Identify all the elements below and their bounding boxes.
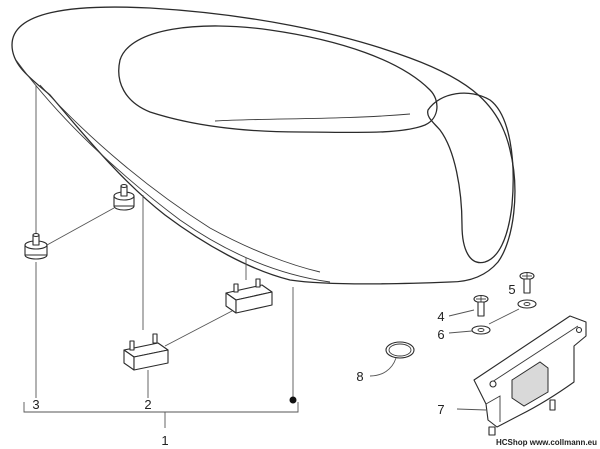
seat-backrest — [427, 92, 514, 264]
leader-callout-7 — [456, 408, 487, 411]
latch-bracket — [473, 315, 587, 436]
callout-6: 6 — [437, 327, 444, 342]
screw-right — [519, 271, 535, 294]
seat — [11, 6, 516, 285]
seal-ring — [385, 341, 415, 359]
leader-callout-6 — [448, 330, 473, 334]
rubber-buffer-lower — [24, 232, 48, 260]
leader-washers — [488, 308, 520, 325]
screw-left — [473, 294, 489, 317]
seat-cushion — [118, 25, 438, 134]
callout-3: 3 — [32, 397, 39, 412]
callout-8: 8 — [356, 369, 363, 384]
callout-1: 1 — [161, 433, 168, 448]
leader-buffers — [46, 207, 115, 246]
group-bracket — [23, 402, 299, 413]
pad-bracket-lower — [123, 333, 169, 371]
washer-left — [471, 325, 491, 335]
pad-bracket-upper — [225, 278, 273, 314]
seat-pan-rim — [15, 59, 331, 283]
leader-callout-8 — [369, 357, 397, 377]
watermark: HCShop www.collmann.eu — [496, 438, 597, 447]
callout-4: 4 — [437, 309, 444, 324]
washer-right — [517, 299, 537, 309]
seat-outline — [11, 6, 516, 285]
reference-dot — [289, 396, 297, 404]
leader-callout-4 — [448, 309, 475, 317]
callout-5: 5 — [508, 282, 515, 297]
callout-2: 2 — [144, 397, 151, 412]
rubber-buffer-upper — [113, 183, 135, 211]
leader-brackets — [164, 310, 233, 347]
callout-7: 7 — [437, 402, 444, 417]
seat-seam — [214, 113, 411, 122]
seat-pan-edge — [39, 84, 321, 273]
